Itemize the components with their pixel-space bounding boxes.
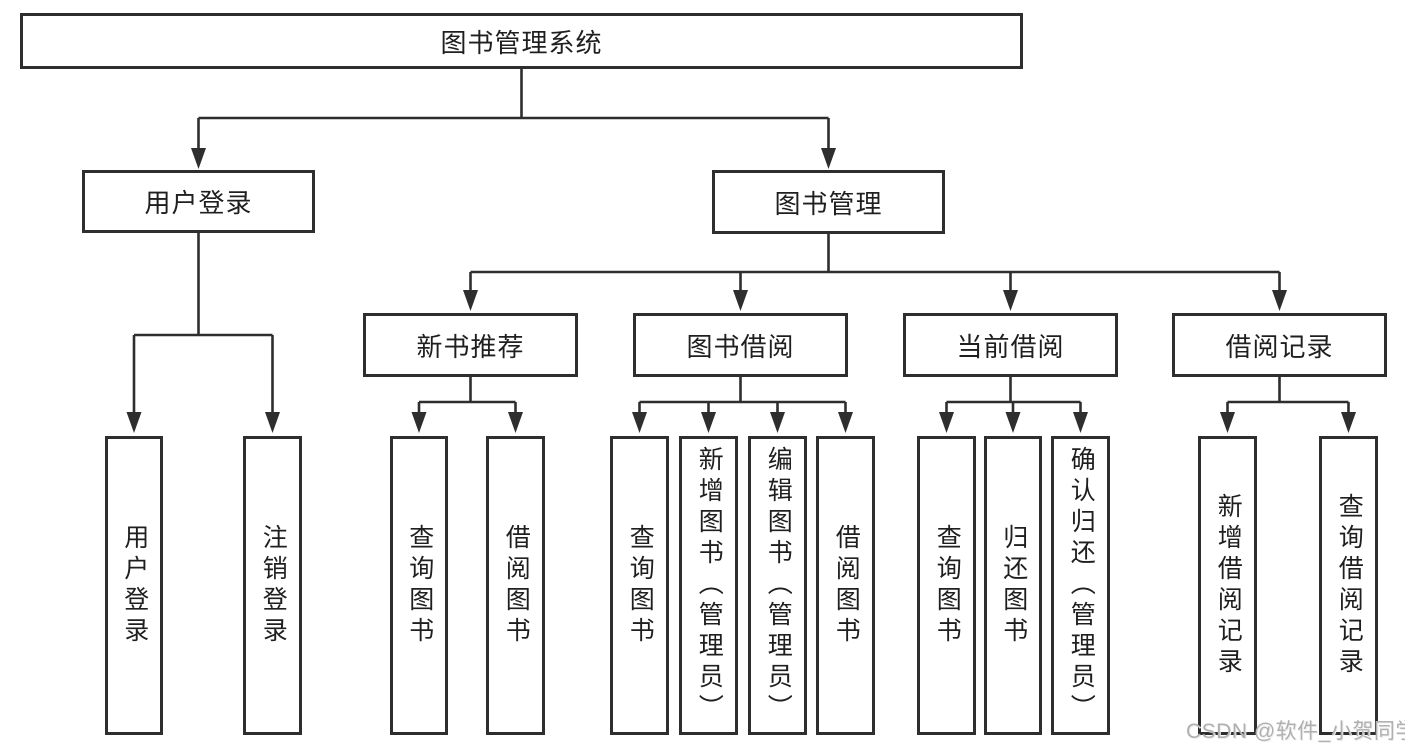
leaf-logout: 注销登录 xyxy=(243,436,302,735)
leaf-add-books-label: 新增图书（管理员） xyxy=(695,446,724,725)
leaf-confirm-return-label: 确认归还（管理员） xyxy=(1067,446,1096,725)
node-book-mgmt-label: 图书管理 xyxy=(774,188,883,219)
leaf-add-books: 新增图书（管理员） xyxy=(679,436,738,735)
node-new-book-rec: 新书推荐 xyxy=(363,313,578,377)
node-borrow-records: 借阅记录 xyxy=(1172,313,1387,377)
leaf-query-books-3: 查询图书 xyxy=(917,436,976,735)
leaf-borrow-books-2-label: 借阅图书 xyxy=(832,523,861,648)
node-book-mgmt: 图书管理 xyxy=(712,170,945,234)
csdn-watermark: CSDN @软件_小贺同学 xyxy=(1186,720,1405,743)
leaf-borrow-books-1-label: 借阅图书 xyxy=(502,523,531,648)
leaf-confirm-return: 确认归还（管理员） xyxy=(1051,436,1110,735)
leaf-query-borrow-record-label: 查询借阅记录 xyxy=(1335,492,1364,679)
leaf-user-login-label: 用户登录 xyxy=(120,523,149,648)
node-root-label: 图书管理系统 xyxy=(440,27,603,58)
leaf-edit-books: 编辑图书（管理员） xyxy=(748,436,807,735)
leaf-query-books-3-label: 查询图书 xyxy=(933,523,962,648)
leaf-query-borrow-record: 查询借阅记录 xyxy=(1319,436,1378,735)
node-user-login: 用户登录 xyxy=(82,170,315,233)
leaf-query-books-1-label: 查询图书 xyxy=(405,523,434,648)
node-book-borrow: 图书借阅 xyxy=(633,313,848,377)
leaf-borrow-books-1: 借阅图书 xyxy=(486,436,545,735)
node-user-login-label: 用户登录 xyxy=(144,188,253,218)
leaf-query-books-1: 查询图书 xyxy=(390,436,448,735)
node-new-book-rec-label: 新书推荐 xyxy=(416,331,525,362)
node-current-borrow: 当前借阅 xyxy=(903,313,1118,377)
leaf-add-borrow-record: 新增借阅记录 xyxy=(1198,436,1257,735)
leaf-return-books: 归还图书 xyxy=(984,436,1042,735)
leaf-logout-label: 注销登录 xyxy=(259,523,288,648)
node-current-borrow-label: 当前借阅 xyxy=(956,331,1065,362)
leaf-query-books-2-label: 查询图书 xyxy=(626,523,655,648)
leaf-add-borrow-record-label: 新增借阅记录 xyxy=(1214,492,1243,679)
leaf-edit-books-label: 编辑图书（管理员） xyxy=(764,446,793,725)
leaf-borrow-books-2: 借阅图书 xyxy=(816,436,875,735)
node-book-borrow-label: 图书借阅 xyxy=(686,331,795,362)
leaf-user-login: 用户登录 xyxy=(105,436,163,735)
leaf-return-books-label: 归还图书 xyxy=(999,523,1028,648)
leaf-query-books-2: 查询图书 xyxy=(610,436,669,735)
node-root: 图书管理系统 xyxy=(20,13,1023,69)
node-borrow-records-label: 借阅记录 xyxy=(1225,331,1334,362)
